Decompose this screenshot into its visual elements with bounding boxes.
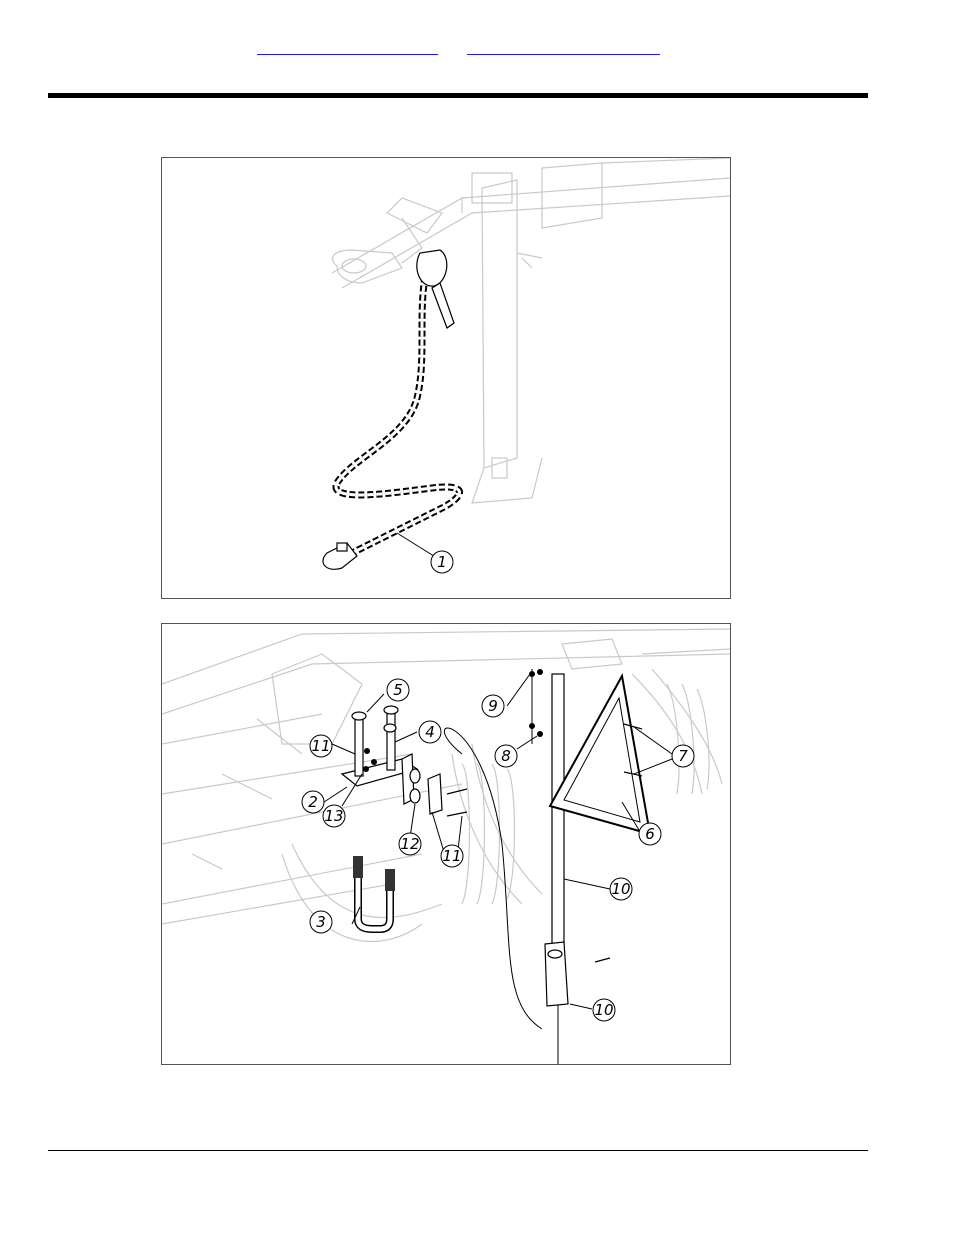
header-link-1[interactable]	[257, 38, 438, 55]
callout-leader-1	[397, 533, 437, 558]
frame-ghost	[162, 629, 730, 941]
callout-3: 3	[310, 911, 332, 933]
svg-text:10: 10	[611, 880, 630, 898]
callout-11-bracket: 11	[310, 735, 332, 757]
callout-10-pole: 10	[610, 878, 632, 900]
callout-2: 2	[302, 791, 324, 813]
mount-bracket	[342, 706, 467, 816]
callout-12: 12	[399, 833, 421, 855]
callout-4: 4	[419, 721, 441, 743]
svg-text:7: 7	[678, 747, 688, 765]
callout-6: 6	[639, 823, 661, 845]
callout-1: 1	[431, 551, 453, 573]
smv-pole	[444, 674, 610, 1064]
hitch-frame-ghost	[332, 158, 730, 503]
svg-text:12: 12	[400, 835, 419, 853]
figure-safety-chain: 1	[161, 157, 731, 599]
svg-text:13: 13	[324, 807, 343, 825]
callout-13: 13	[323, 805, 345, 827]
callout-7: 7	[672, 745, 694, 767]
safety-chain-illustration: 1	[162, 158, 730, 598]
smv-sign	[529, 669, 650, 834]
svg-text:3: 3	[316, 913, 326, 931]
svg-text:11: 11	[442, 847, 461, 865]
svg-text:9: 9	[488, 697, 498, 715]
svg-text:11: 11	[311, 737, 330, 755]
callout-9: 9	[482, 695, 504, 717]
u-bolt	[353, 856, 395, 929]
callout-8: 8	[495, 745, 517, 767]
svg-text:2: 2	[308, 793, 318, 811]
svg-text:1: 1	[437, 553, 447, 571]
callout-5: 5	[387, 679, 409, 701]
header-link-2[interactable]	[467, 38, 660, 55]
safety-chain	[323, 250, 460, 569]
svg-text:4: 4	[425, 723, 435, 741]
callout-11-bolts: 11	[441, 845, 463, 867]
footer-rule	[48, 1150, 868, 1151]
header-rule	[48, 93, 868, 98]
smv-sign-illustration: 5 4 11 2 13 12 11 3 9 8 7 6 10 10	[162, 624, 730, 1064]
svg-text:6: 6	[645, 825, 655, 843]
callout-10-clip: 10	[593, 999, 615, 1021]
svg-text:5: 5	[393, 681, 403, 699]
svg-text:10: 10	[594, 1001, 613, 1019]
figure-smv-sign-mount: 5 4 11 2 13 12 11 3 9 8 7 6 10 10	[161, 623, 731, 1065]
svg-text:8: 8	[501, 747, 511, 765]
